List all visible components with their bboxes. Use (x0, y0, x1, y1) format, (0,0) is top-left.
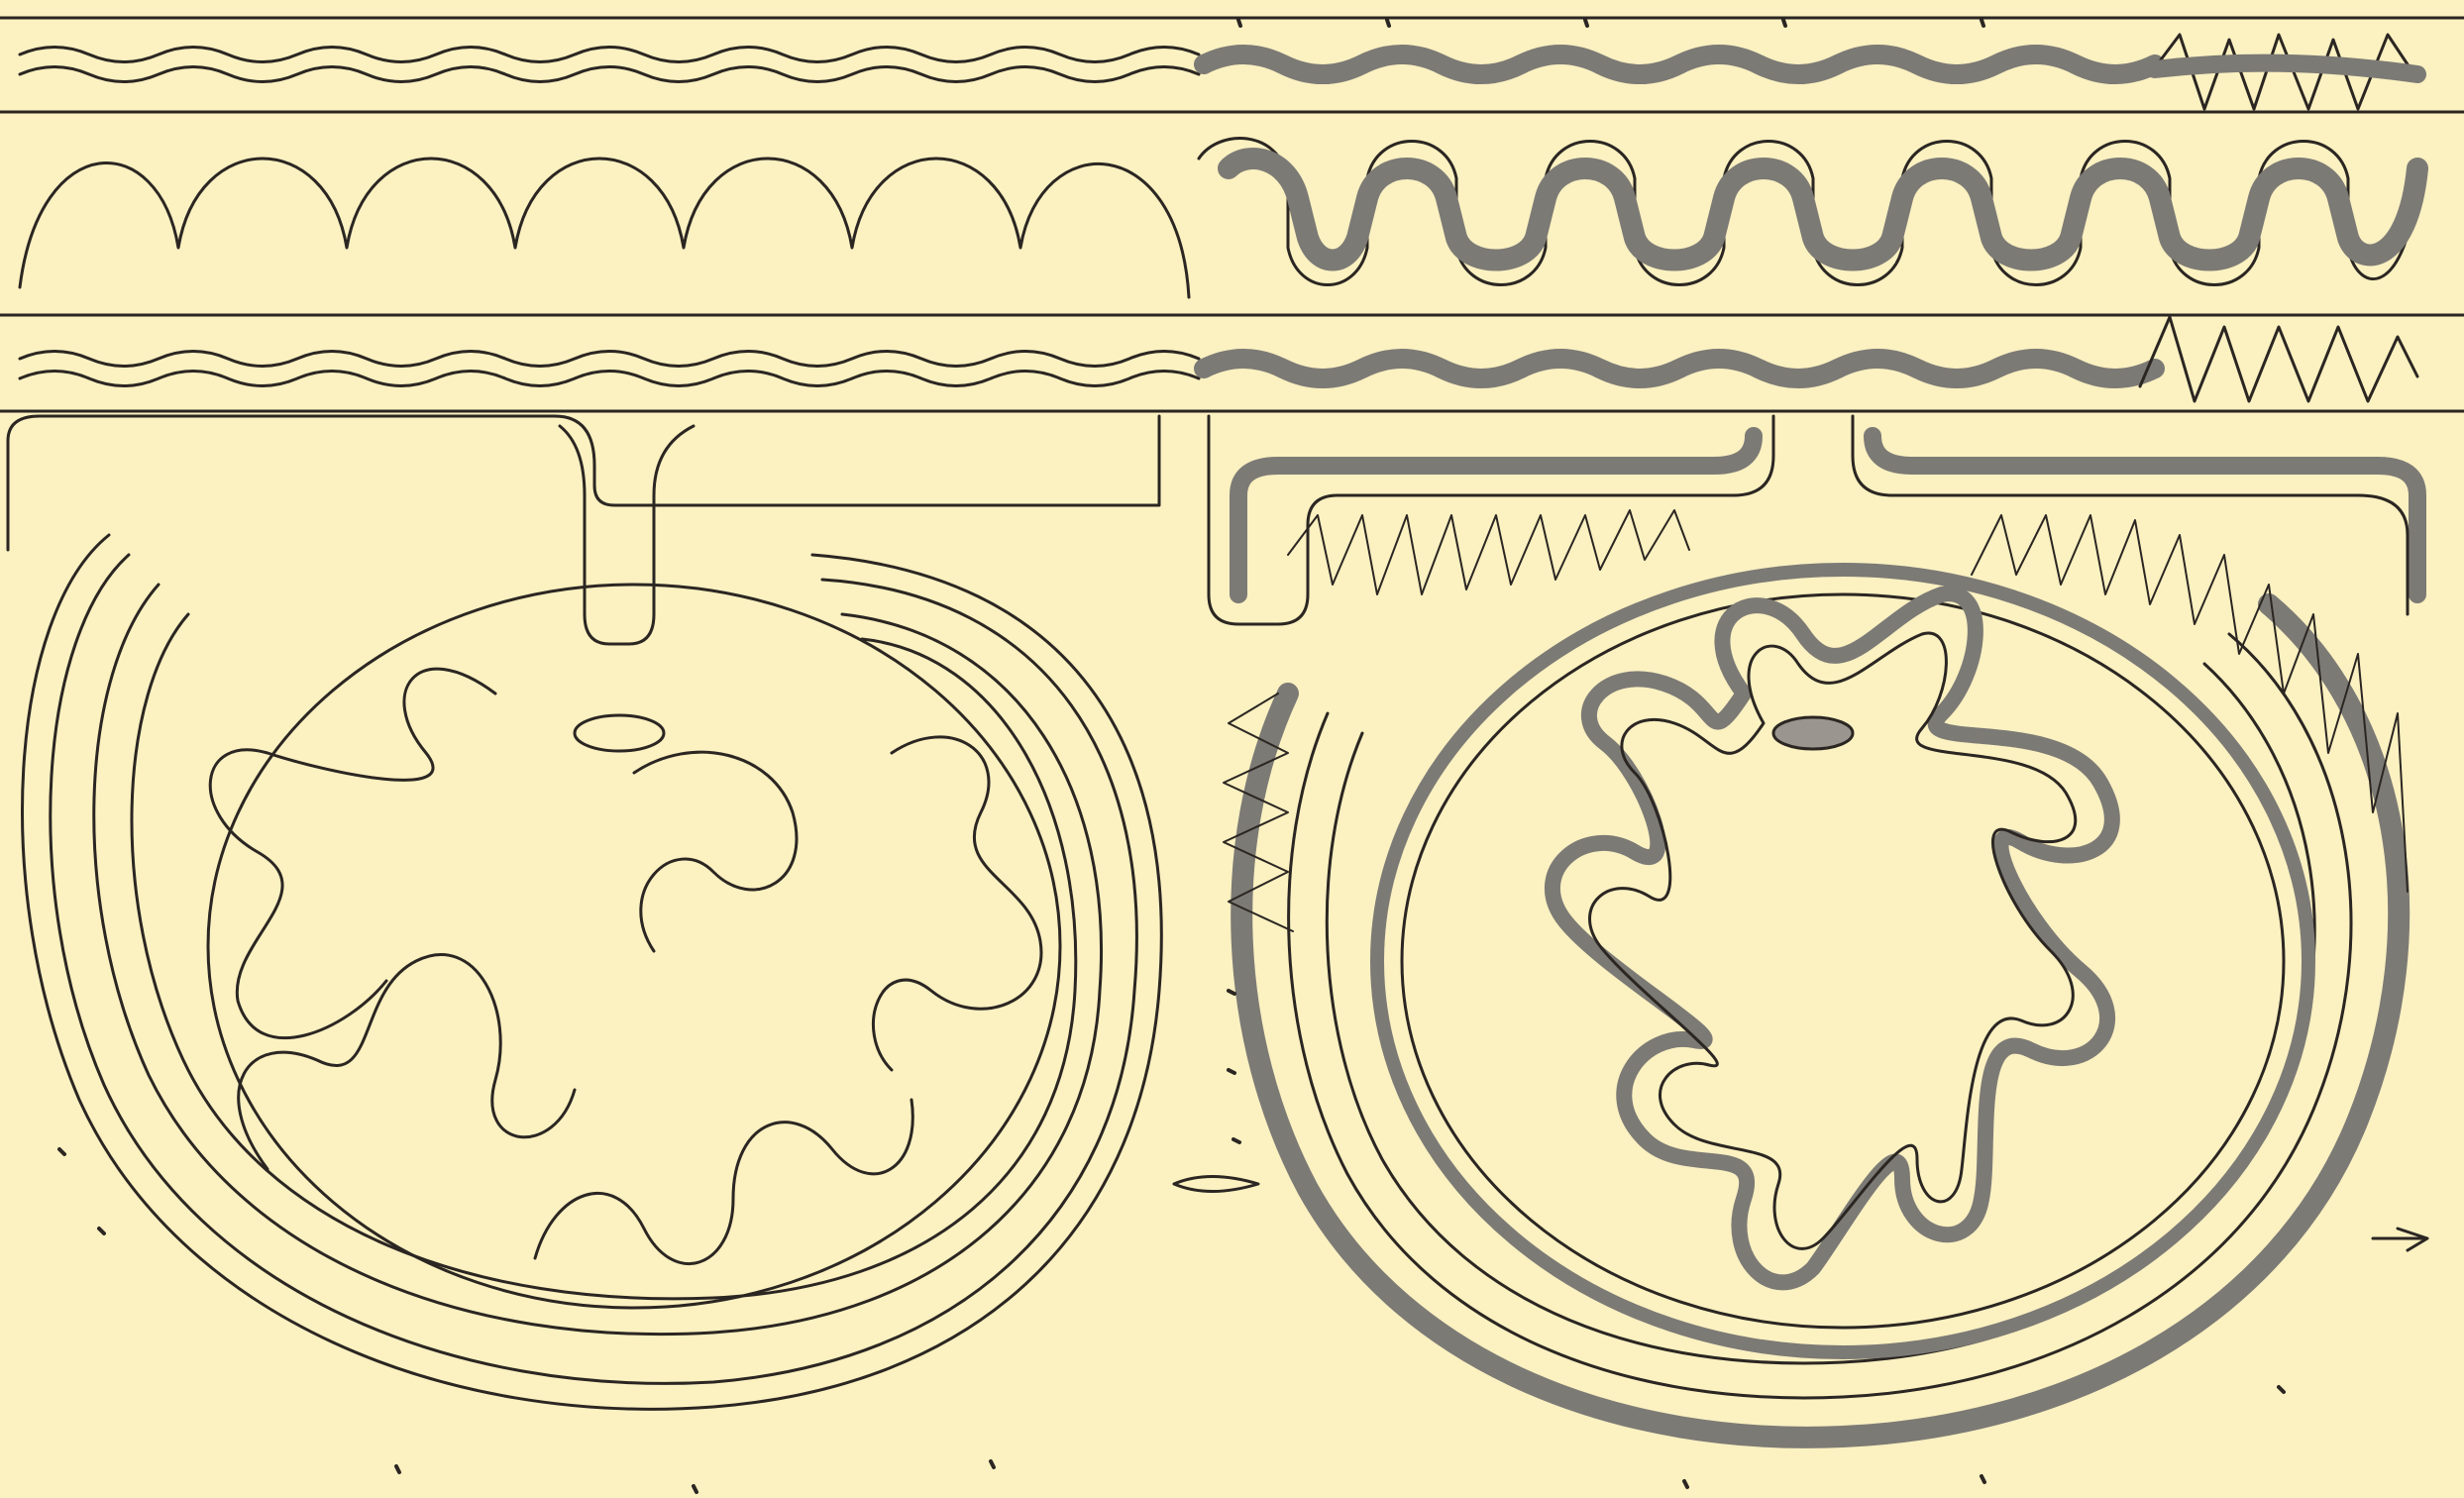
tick (694, 1486, 696, 1492)
tick (1387, 20, 1389, 26)
tick (1982, 1476, 1984, 1482)
tick (1238, 20, 1240, 26)
tick (991, 1461, 994, 1467)
tick (1585, 20, 1587, 26)
tick (1229, 1070, 1234, 1073)
tick (1233, 1139, 1239, 1142)
tick (1684, 1481, 1687, 1487)
tick (1982, 20, 1983, 26)
tick (396, 1466, 399, 1472)
right-center-mark (1773, 717, 1853, 749)
tick (1229, 991, 1234, 994)
tick (1783, 20, 1785, 26)
